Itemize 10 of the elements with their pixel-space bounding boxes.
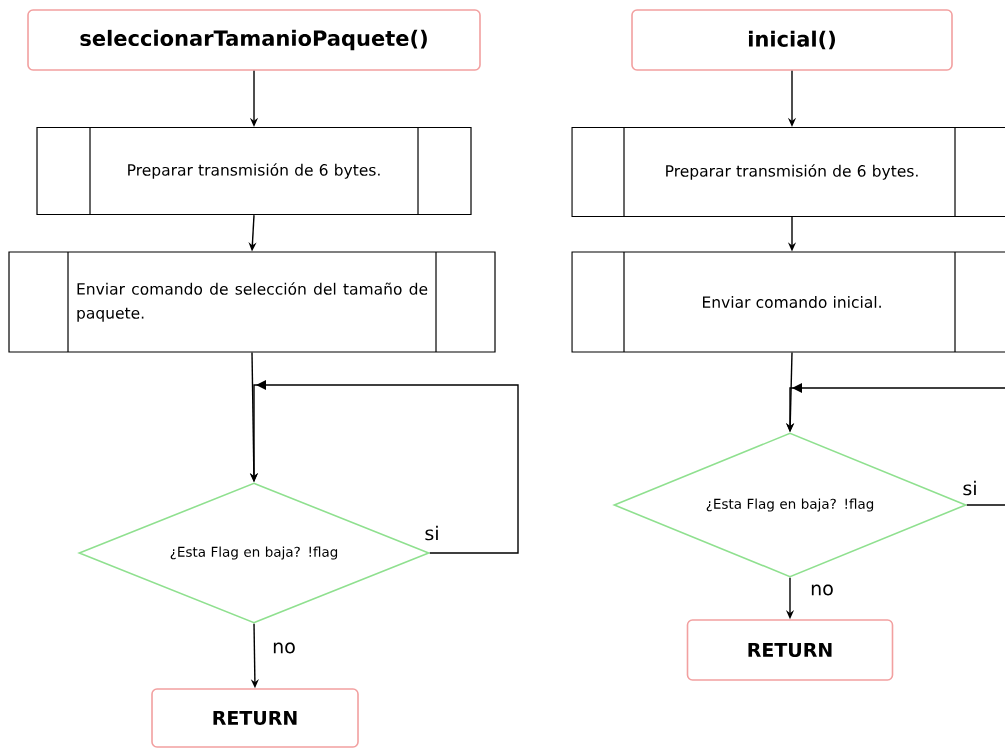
- terminal-box: inicial(): [631, 9, 953, 71]
- terminal-box: seleccionarTamanioPaquete(): [27, 9, 481, 71]
- process-box: Enviar comando inicial.: [571, 251, 1005, 353]
- edge-label: no: [809, 583, 835, 597]
- process-box: Preparar transmisión de 6 bytes.: [36, 126, 472, 216]
- process-box: Preparar transmisión de 6 bytes.: [571, 126, 1005, 218]
- edge-label: no: [271, 641, 297, 655]
- terminal-box: RETURN: [686, 619, 894, 681]
- terminal-box: RETURN: [151, 688, 359, 748]
- process-box: Enviar comando de selección del tamaño de paquete.: [8, 251, 496, 353]
